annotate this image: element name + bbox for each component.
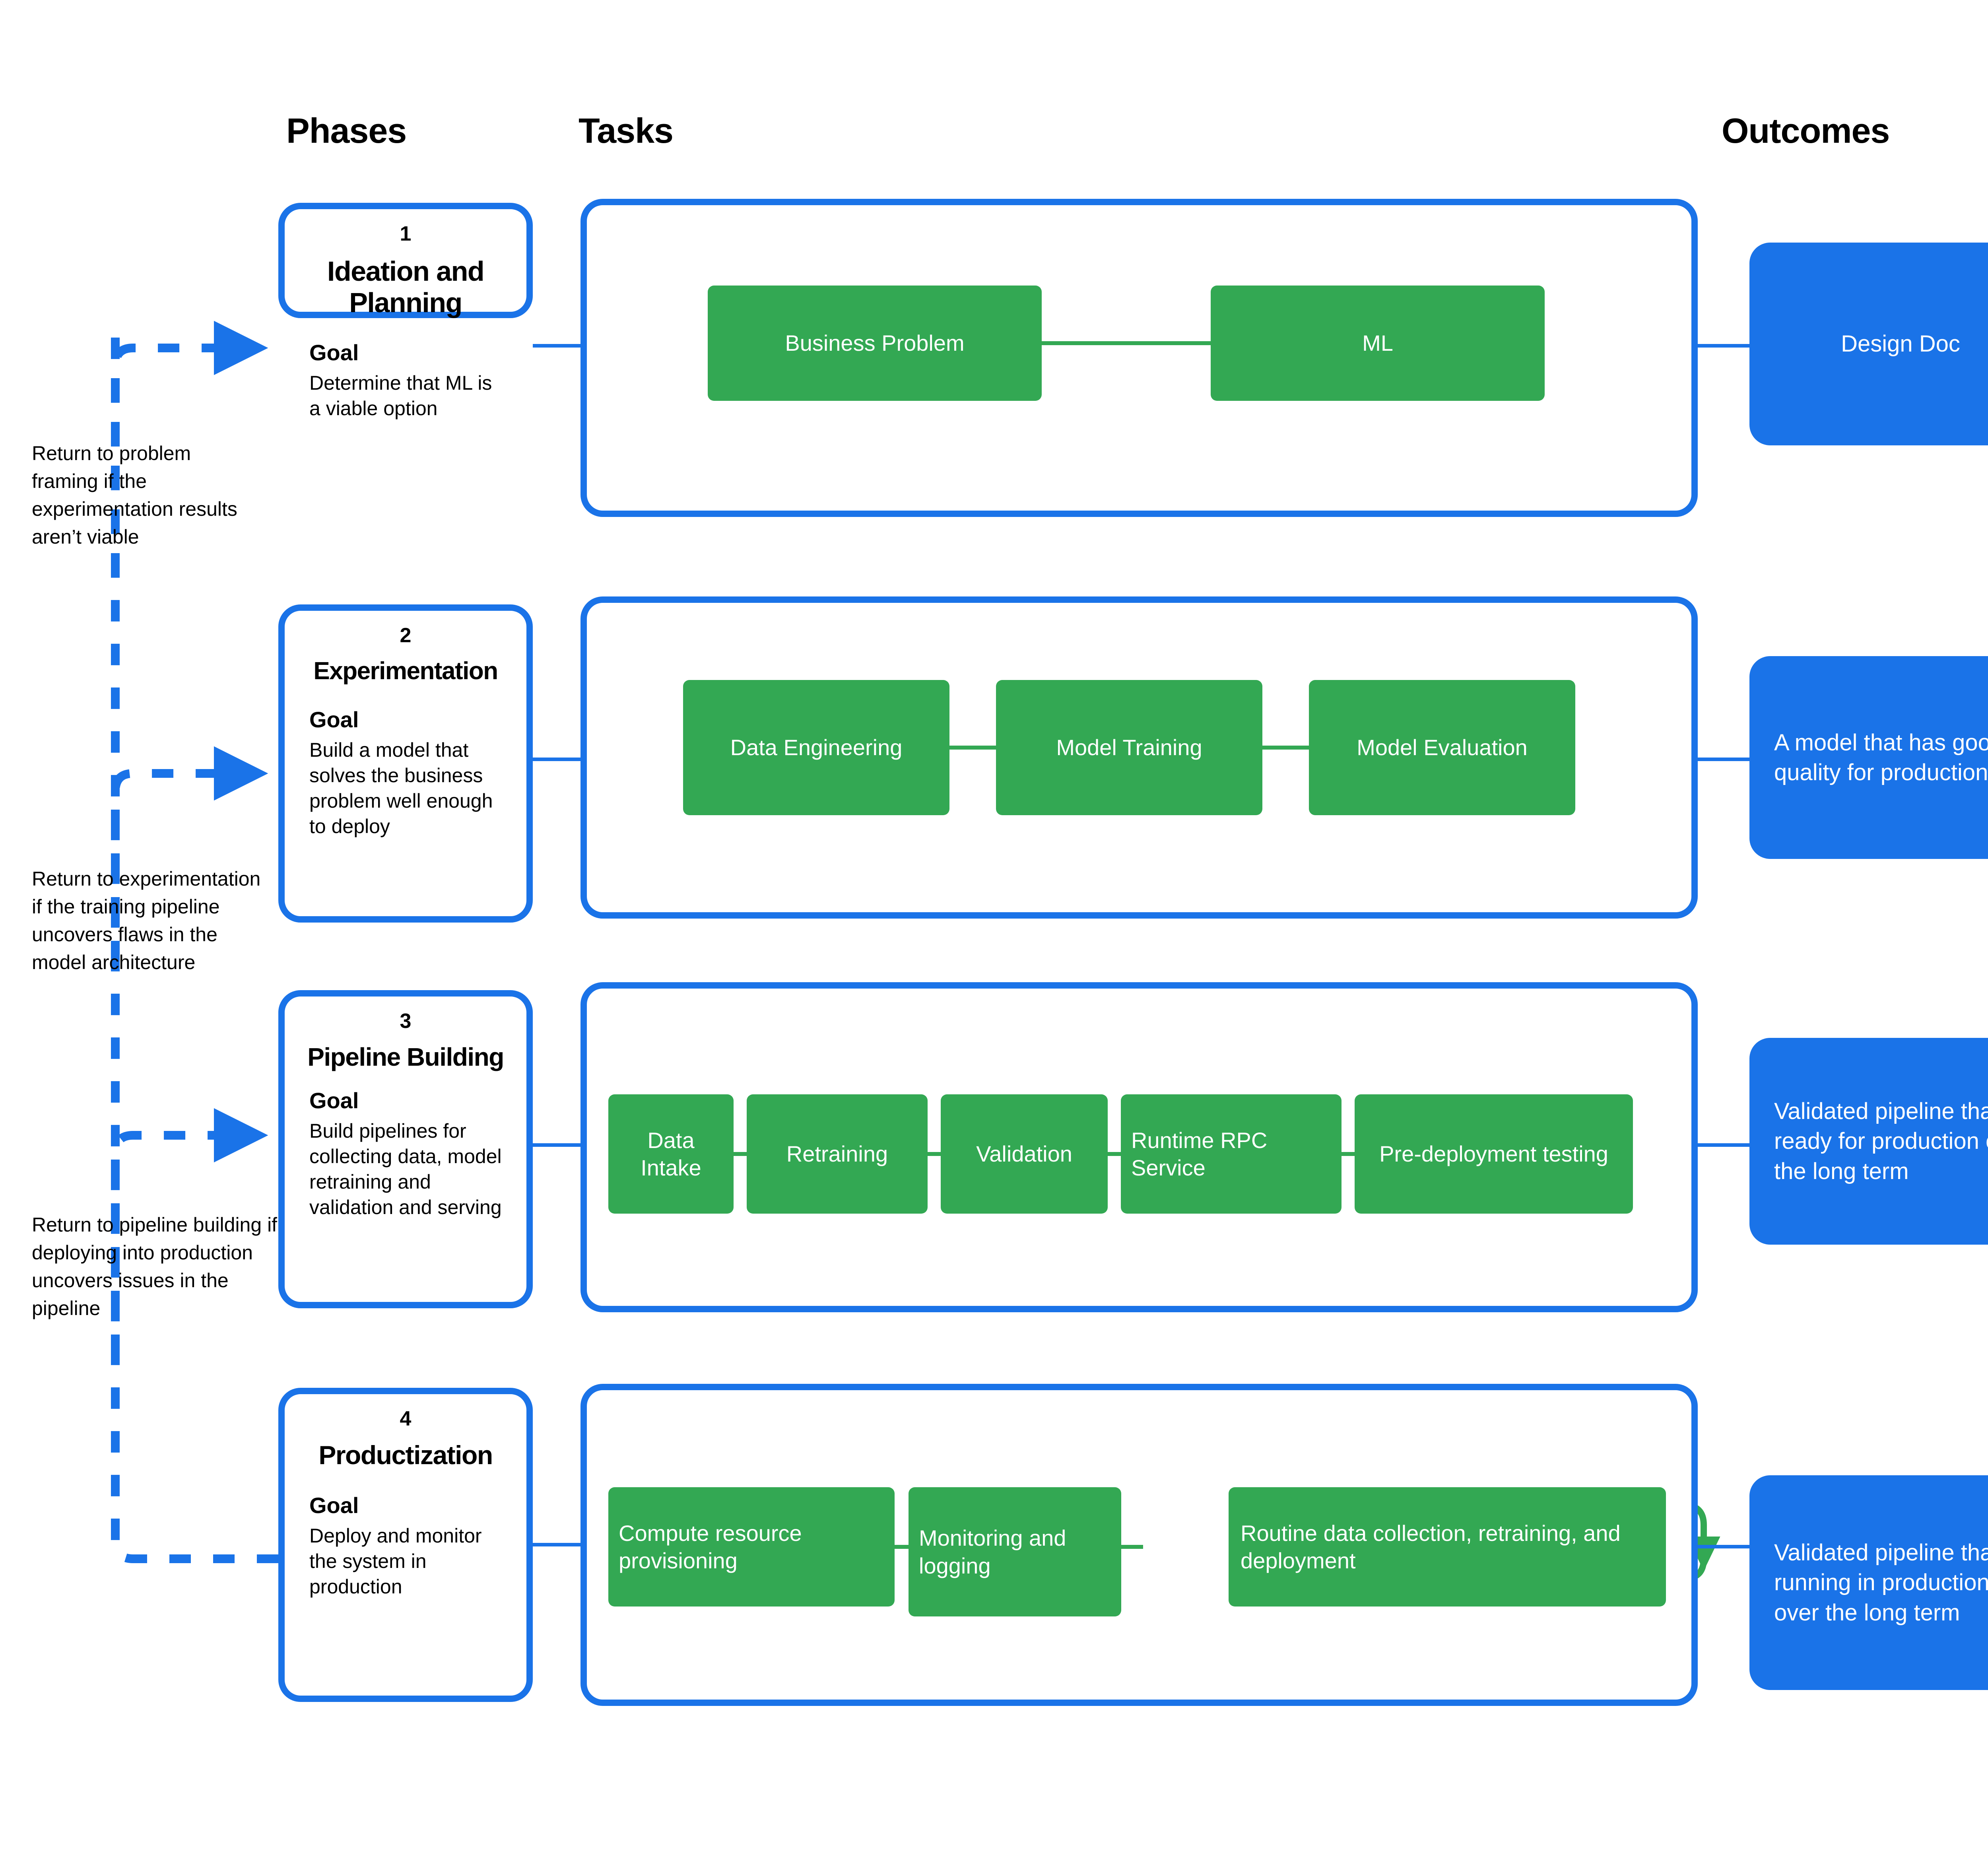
task-box-model-evaluation[interactable]: Model Evaluation [1309, 680, 1575, 815]
task-box-data-engineering[interactable]: Data Engineering [683, 680, 949, 815]
outcome-box-2[interactable]: A model that has good quality for produc… [1749, 656, 1988, 859]
column-header-outcomes: Outcomes [1722, 111, 1890, 150]
connector-phase4-tasks [533, 1543, 582, 1546]
connector-tasks3-outcome3 [1698, 1143, 1753, 1147]
goal-text-2: Build a model that solves the business p… [309, 738, 493, 837]
connector-tasks4-outcome4 [1698, 1545, 1753, 1548]
task-box-retraining[interactable]: Retraining [747, 1094, 928, 1214]
column-header-phases: Phases [286, 111, 407, 150]
task-box-ml[interactable]: ML [1211, 286, 1545, 401]
task-box-data-intake[interactable]: Data Intake [608, 1094, 734, 1214]
annotation-left-2: Return to experimentation if the trainin… [32, 868, 261, 973]
goal-label-1: Goal [309, 340, 359, 365]
phase-number-1: 1 [400, 222, 412, 245]
phase-title-2: Experimentation [313, 657, 498, 685]
goal-label-2: Goal [309, 707, 359, 732]
phase-number-4: 4 [400, 1407, 412, 1430]
annotation-left-1: Return to problem framing if the experim… [32, 442, 237, 548]
phase-number-3: 3 [400, 1010, 412, 1033]
task-connector-3a [732, 1152, 748, 1156]
outcome-box-1[interactable]: Design Doc [1749, 243, 1988, 445]
task-connector-2a [947, 746, 999, 750]
task-connector-2b [1260, 746, 1312, 750]
task-box-runtime-rpc-service[interactable]: Runtime RPC Service [1121, 1094, 1342, 1214]
phase-card-3[interactable]: 3 Pipeline Building Goal Build pipelines… [278, 990, 533, 1308]
phase-title-1: Ideation and Planning [327, 256, 485, 318]
column-header-tasks: Tasks [579, 111, 674, 150]
goal-label-4: Goal [309, 1493, 359, 1518]
goal-text-1: Determine that ML is a viable option [309, 371, 492, 420]
task-connector-1a [1040, 341, 1213, 345]
phase-card-4[interactable]: 4 Productization Goal Deploy and monitor… [278, 1388, 533, 1702]
goal-text-3: Build pipelines for collecting data, mod… [309, 1119, 502, 1218]
annotation-left-3: Return to pipeline building if deploying… [32, 1214, 278, 1319]
connector-phase3-tasks [533, 1143, 582, 1147]
goal-text-4: Deploy and monitor the system in product… [309, 1525, 482, 1598]
goal-label-3: Goal [309, 1088, 359, 1113]
task-connector-3b [926, 1152, 942, 1156]
phase-card-2[interactable]: 2 Experimentation Goal Build a model tha… [278, 604, 533, 923]
phase-title-3: Pipeline Building [307, 1043, 504, 1072]
outcome-box-3[interactable]: Validated pipeline that's ready for prod… [1749, 1038, 1988, 1245]
task-box-validation[interactable]: Validation [941, 1094, 1108, 1214]
task-box-compute-resource-provisioning[interactable]: Compute resource provisioning [608, 1487, 895, 1607]
task-connector-4b [1119, 1545, 1143, 1549]
connector-tasks2-outcome2 [1698, 758, 1753, 761]
phase-card-1[interactable]: 1 Ideation and Planning Goal Determine t… [278, 203, 533, 420]
task-box-pre-deployment-testing[interactable]: Pre-deployment testing [1355, 1094, 1633, 1214]
connector-phase1-tasks [533, 344, 582, 348]
task-connector-3c [1106, 1152, 1122, 1156]
connector-phase2-tasks [533, 758, 582, 761]
phase-number-2: 2 [400, 624, 412, 647]
task-box-model-training[interactable]: Model Training [996, 680, 1262, 815]
task-connector-3d [1340, 1152, 1356, 1156]
connector-tasks1-outcome1 [1698, 344, 1753, 348]
task-box-monitoring-and-logging[interactable]: Monitoring and logging [909, 1487, 1121, 1616]
task-box-business-problem[interactable]: Business Problem [708, 286, 1042, 401]
task-box-routine-data-collection[interactable]: Routine data collection, retraining, and… [1229, 1487, 1666, 1607]
phase-title-4: Productization [318, 1440, 493, 1470]
task-connector-4a [893, 1545, 911, 1549]
outcome-box-4[interactable]: Validated pipeline that's running in pro… [1749, 1475, 1988, 1690]
